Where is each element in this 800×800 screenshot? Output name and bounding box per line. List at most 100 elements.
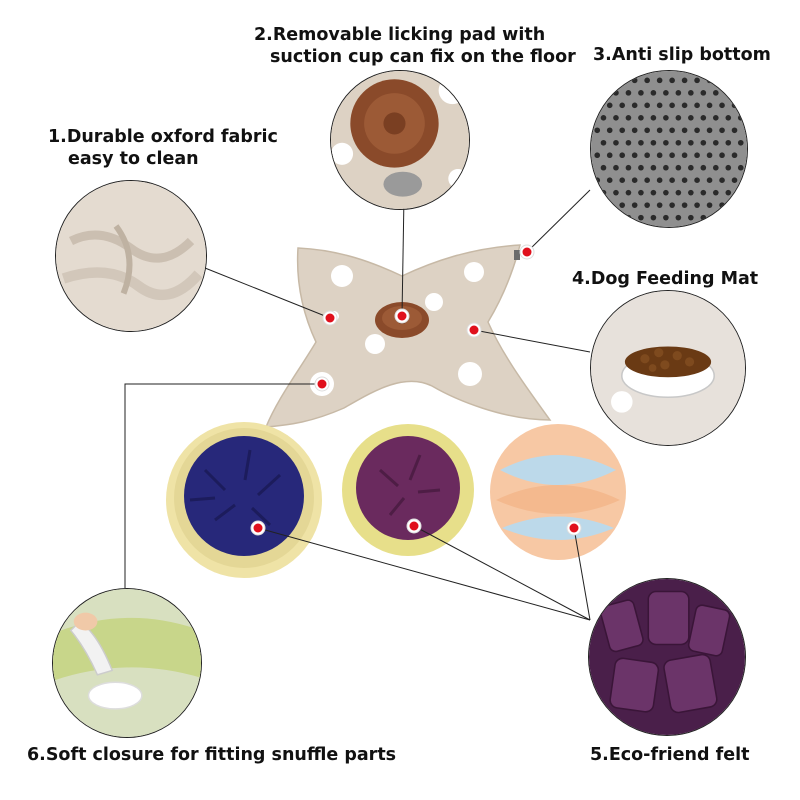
anti-slip-dot [638, 214, 644, 221]
callout-feeding-mat-label: 4.Dog Feeding Mat [572, 269, 759, 289]
anti-slip-dot [675, 139, 682, 146]
anti-slip-dot [700, 189, 707, 196]
anti-slip-dot [675, 114, 682, 121]
anti-slip-dot [725, 164, 732, 171]
anti-slip-dot [719, 177, 725, 184]
anti-slip-dot [650, 90, 657, 96]
anti-slip-dot [644, 152, 650, 159]
anti-slip-dot [663, 114, 669, 121]
mat-tag [514, 250, 520, 260]
anti-slip-dot [700, 90, 707, 96]
anti-slip-dot [731, 152, 738, 159]
anti-slip-dot [675, 214, 682, 221]
anti-slip-dot [681, 77, 688, 84]
anti-slip-dot [613, 189, 619, 196]
anti-slip-dot [694, 152, 700, 159]
callout-markers [250, 244, 582, 536]
anti-slip-dot [675, 189, 682, 196]
anti-slip-dot [725, 139, 732, 146]
anti-slip-dot [719, 102, 725, 109]
anti-slip-dot [688, 164, 694, 171]
anti-slip-dot [681, 152, 688, 159]
anti-slip-dot [631, 202, 638, 208]
anti-slip-dot [625, 139, 632, 146]
anti-slip-dot [663, 164, 669, 171]
anti-slip-dot [638, 164, 644, 171]
anti-slip-dot [656, 152, 663, 159]
callout-oxford-label: 1.Durable oxford fabric easy to clean [48, 127, 278, 169]
anti-slip-dot [688, 214, 694, 221]
anti-slip-dot [644, 102, 650, 109]
anti-slip-dot [613, 90, 619, 96]
purple-snuffle-ball [342, 424, 474, 556]
anti-slip-dot [619, 202, 626, 208]
feeding-mat-detail [590, 290, 746, 446]
anti-slip-dot [606, 102, 613, 109]
anti-slip-dot [675, 90, 682, 96]
anti-slip-dot [669, 177, 675, 184]
pastel-snuffle-ball [490, 424, 626, 560]
anti-slip-dot [731, 177, 738, 184]
anti-slip-dot [669, 102, 675, 109]
anti-slip-dot [631, 102, 638, 109]
anti-slip-dot [656, 177, 663, 184]
anti-slip-dot [688, 189, 694, 196]
licking-pad-detail [330, 70, 470, 210]
anti-slip-dot [619, 102, 626, 109]
anti-slip-dot [737, 139, 744, 146]
anti-slip-dot [712, 139, 719, 146]
anti-slip-dot [712, 164, 719, 171]
anti-slip-dot [650, 214, 657, 221]
anti-slip-dot [706, 202, 713, 208]
anti-slip-dot [737, 164, 744, 171]
anti-slip-dot [644, 202, 650, 208]
anti-slip-dot [619, 177, 626, 184]
callout-licking-pad-label: 2.Removable licking pad with suction cup… [254, 25, 576, 67]
anti-slip-dot [625, 164, 632, 171]
anti-slip-dot [619, 127, 626, 134]
anti-slip-dot [669, 202, 675, 208]
anti-slip-dot [694, 102, 700, 109]
anti-slip-dot [688, 114, 694, 121]
anti-slip-dot [594, 127, 601, 134]
anti-slip-dot [700, 114, 707, 121]
anti-slip-dot [731, 127, 738, 134]
navy-snuffle-ball [166, 422, 322, 578]
anti-slip-dot [613, 114, 619, 121]
anti-slip-dot [631, 152, 638, 159]
anti-slip-dot [600, 139, 607, 146]
anti-slip-dot [712, 189, 719, 196]
callout-closure-label: 6.Soft closure for fitting snuffle parts [27, 745, 397, 765]
anti-slip-dot [613, 139, 619, 146]
anti-slip-dot [644, 77, 650, 84]
anti-slip-dot [706, 102, 713, 109]
anti-slip-dot [631, 77, 638, 84]
anti-slip-dot [688, 139, 694, 146]
anti-slip-dot [638, 114, 644, 121]
anti-slip-dot [625, 114, 632, 121]
callout-anti-slip-label: 3.Anti slip bottom [593, 45, 771, 65]
anti-slip-dot [600, 164, 607, 171]
anti-slip-dot [638, 139, 644, 146]
anti-slip-dot [638, 189, 644, 196]
anti-slip-dot [669, 77, 675, 84]
anti-slip-dot [631, 127, 638, 134]
anti-slip-dot [650, 139, 657, 146]
anti-slip-dot [675, 164, 682, 171]
anti-slip-dot [606, 152, 613, 159]
anti-slip-dot [719, 127, 725, 134]
anti-slip-dot [681, 177, 688, 184]
anti-slip-dot [706, 127, 713, 134]
anti-slip-dot [619, 152, 626, 159]
anti-slip-dot [663, 90, 669, 96]
anti-slip-dot [700, 139, 707, 146]
anti-slip-dot [681, 202, 688, 208]
anti-slip-dot [694, 202, 700, 208]
anti-slip-dot [656, 102, 663, 109]
anti-slip-dot [725, 114, 732, 121]
anti-slip-dot [719, 152, 725, 159]
anti-slip-dot [706, 177, 713, 184]
anti-slip-dot [606, 127, 613, 134]
anti-slip-dot [694, 127, 700, 134]
